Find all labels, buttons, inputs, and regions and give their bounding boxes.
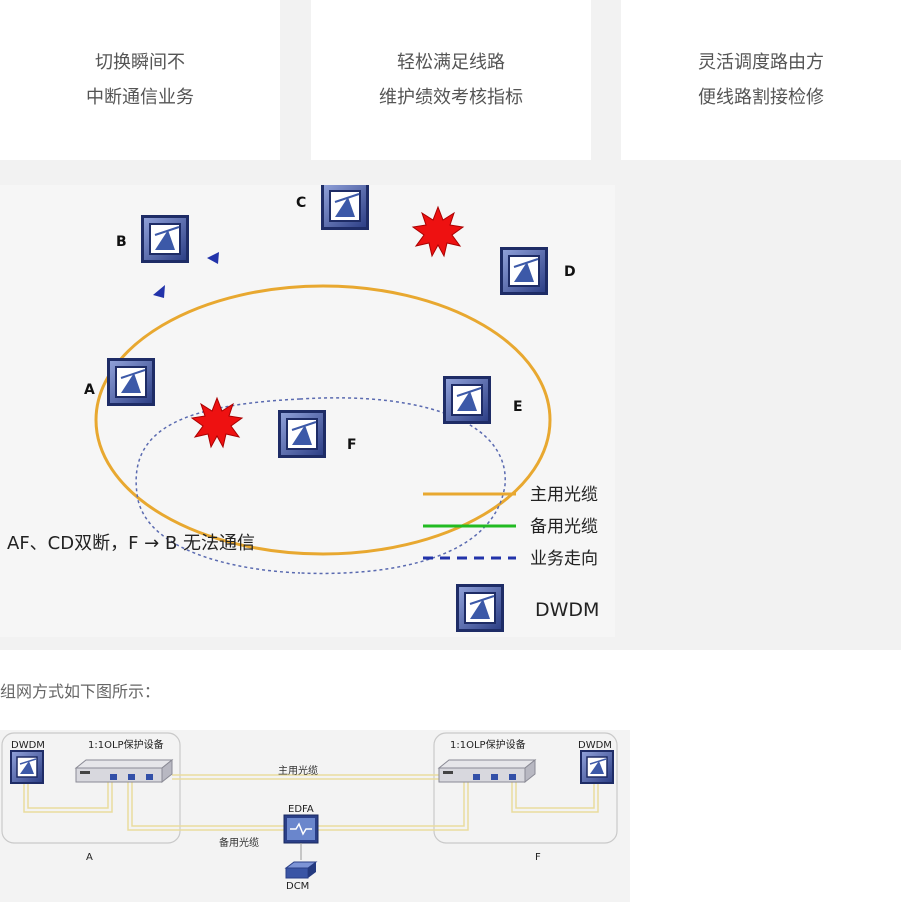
dwdm-right-icon — [579, 749, 615, 785]
site-a-label: A — [86, 852, 93, 863]
feature-card-2-line2: 维护绩效考核指标 — [379, 87, 523, 108]
legend-dwdm-label: DWDM — [535, 599, 599, 621]
feature-card-1-line2: 中断通信业务 — [86, 87, 194, 108]
dcm-label: DCM — [286, 881, 309, 892]
feature-cards: 切换瞬间不 中断通信业务 轻松满足线路 维护绩效考核指标 灵活调度路由方 便线路… — [0, 0, 901, 172]
dwdm-node-c-icon — [320, 181, 370, 231]
main-fiber-label: 主用光缆 — [278, 764, 318, 777]
failure-note: AF、CD双断，F → B 无法通信 — [7, 533, 255, 554]
node-label-f: F — [347, 437, 357, 453]
service-path-right — [299, 397, 506, 575]
olp-left-icon — [75, 759, 173, 783]
service-arrow-left — [153, 285, 165, 298]
dwdm-node-d-icon — [499, 246, 549, 296]
legend-main-label: 主用光缆 — [530, 485, 598, 505]
olp-left-label: 1:1OLP保护设备 — [88, 738, 164, 751]
fiber-break-cd-icon — [412, 206, 464, 257]
feature-card-3: 灵活调度路由方 便线路割接检修 — [621, 0, 901, 160]
node-label-e: E — [513, 399, 523, 415]
legend: 主用光缆 备用光缆 业务走向 DWDM — [423, 485, 599, 633]
main-fiber-ring — [94, 284, 552, 556]
dwdm-left-icon — [9, 749, 45, 785]
dcm-icon — [284, 861, 318, 879]
backup-fiber-label: 备用光缆 — [219, 836, 259, 849]
feature-card-3-line1: 灵活调度路由方 — [698, 52, 824, 73]
node-label-c: C — [296, 195, 306, 211]
networking-diagram-svg: DWDM 1:1OLP保护设备 1:1OLP保护设备 DWDM 主用光缆 备用光… — [1, 732, 618, 892]
site-a-boundary — [1, 732, 181, 844]
legend-backup-label: 备用光缆 — [530, 517, 598, 537]
dwdm-node-b-icon — [140, 214, 190, 264]
feature-card-2: 轻松满足线路 维护绩效考核指标 — [311, 0, 591, 160]
edfa-label: EDFA — [288, 804, 314, 815]
dwdm-node-f-icon — [277, 409, 327, 459]
feature-card-1-line1: 切换瞬间不 — [95, 52, 185, 73]
legend-dwdm-icon — [455, 583, 505, 633]
site-f-boundary — [433, 732, 618, 844]
dwdm-left-label: DWDM — [11, 740, 45, 751]
feature-card-1: 切换瞬间不 中断通信业务 — [0, 0, 280, 160]
site-f-label: F — [535, 852, 541, 863]
node-label-d: D — [564, 264, 576, 280]
dwdm-right-label: DWDM — [578, 740, 612, 751]
ring-diagram-svg: C B D A E F AF、CD双断，F → B 无法通信 主用光缆 备用光缆… — [7, 181, 599, 633]
dwdm-node-e-icon — [442, 375, 492, 425]
olp-right-icon — [438, 759, 536, 783]
networking-caption: 组网方式如下图所示： — [0, 682, 161, 701]
fiber-links — [23, 774, 599, 831]
legend-service-label: 业务走向 — [530, 549, 598, 569]
dwdm-node-a-icon — [106, 357, 156, 407]
ring-diagram: C B D A E F AF、CD双断，F → B 无法通信 主用光缆 备用光缆… — [0, 181, 615, 637]
service-arrow-top — [207, 252, 219, 264]
networking-diagram: DWDM 1:1OLP保护设备 1:1OLP保护设备 DWDM 主用光缆 备用光… — [0, 730, 630, 902]
node-label-b: B — [116, 234, 127, 250]
fiber-break-af-icon — [191, 397, 243, 448]
edfa-icon — [283, 814, 319, 844]
feature-card-2-line1: 轻松满足线路 — [397, 52, 505, 73]
node-label-a: A — [84, 382, 95, 398]
ring-diagram-section: C B D A E F AF、CD双断，F → B 无法通信 主用光缆 备用光缆… — [0, 172, 901, 650]
olp-right-label: 1:1OLP保护设备 — [450, 738, 526, 751]
feature-card-3-line2: 便线路割接检修 — [698, 87, 824, 108]
